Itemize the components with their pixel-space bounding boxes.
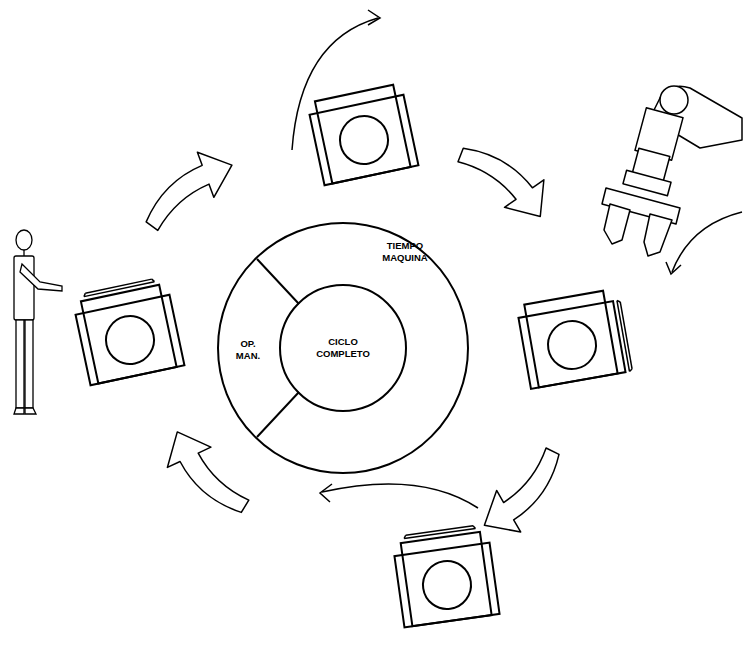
segment-label: OP. MAN.: [231, 338, 265, 362]
rotation-arrow: [453, 121, 560, 237]
rotation-arrow: [466, 444, 583, 546]
segment-label: TIEMPO MAQUINA: [374, 240, 436, 264]
fixture-top: [307, 83, 418, 185]
motion-arrow: [292, 10, 742, 508]
fixture-left: [72, 276, 185, 385]
operator-figure: [14, 230, 62, 414]
rotation-arrow: [130, 143, 244, 234]
robot-arm: [602, 86, 742, 256]
fixture-right: [516, 288, 632, 389]
cycle-segment: CICLO COMPLETO: [312, 336, 374, 360]
rotation-arrow: [156, 417, 253, 533]
cycle-segment: OP. MAN.: [231, 338, 265, 362]
cycle-segment: TIEMPO MAQUINA: [374, 240, 436, 264]
fixture-bottom: [392, 524, 500, 627]
segment-label: CICLO COMPLETO: [312, 336, 374, 360]
cycle-ring: [218, 223, 468, 473]
